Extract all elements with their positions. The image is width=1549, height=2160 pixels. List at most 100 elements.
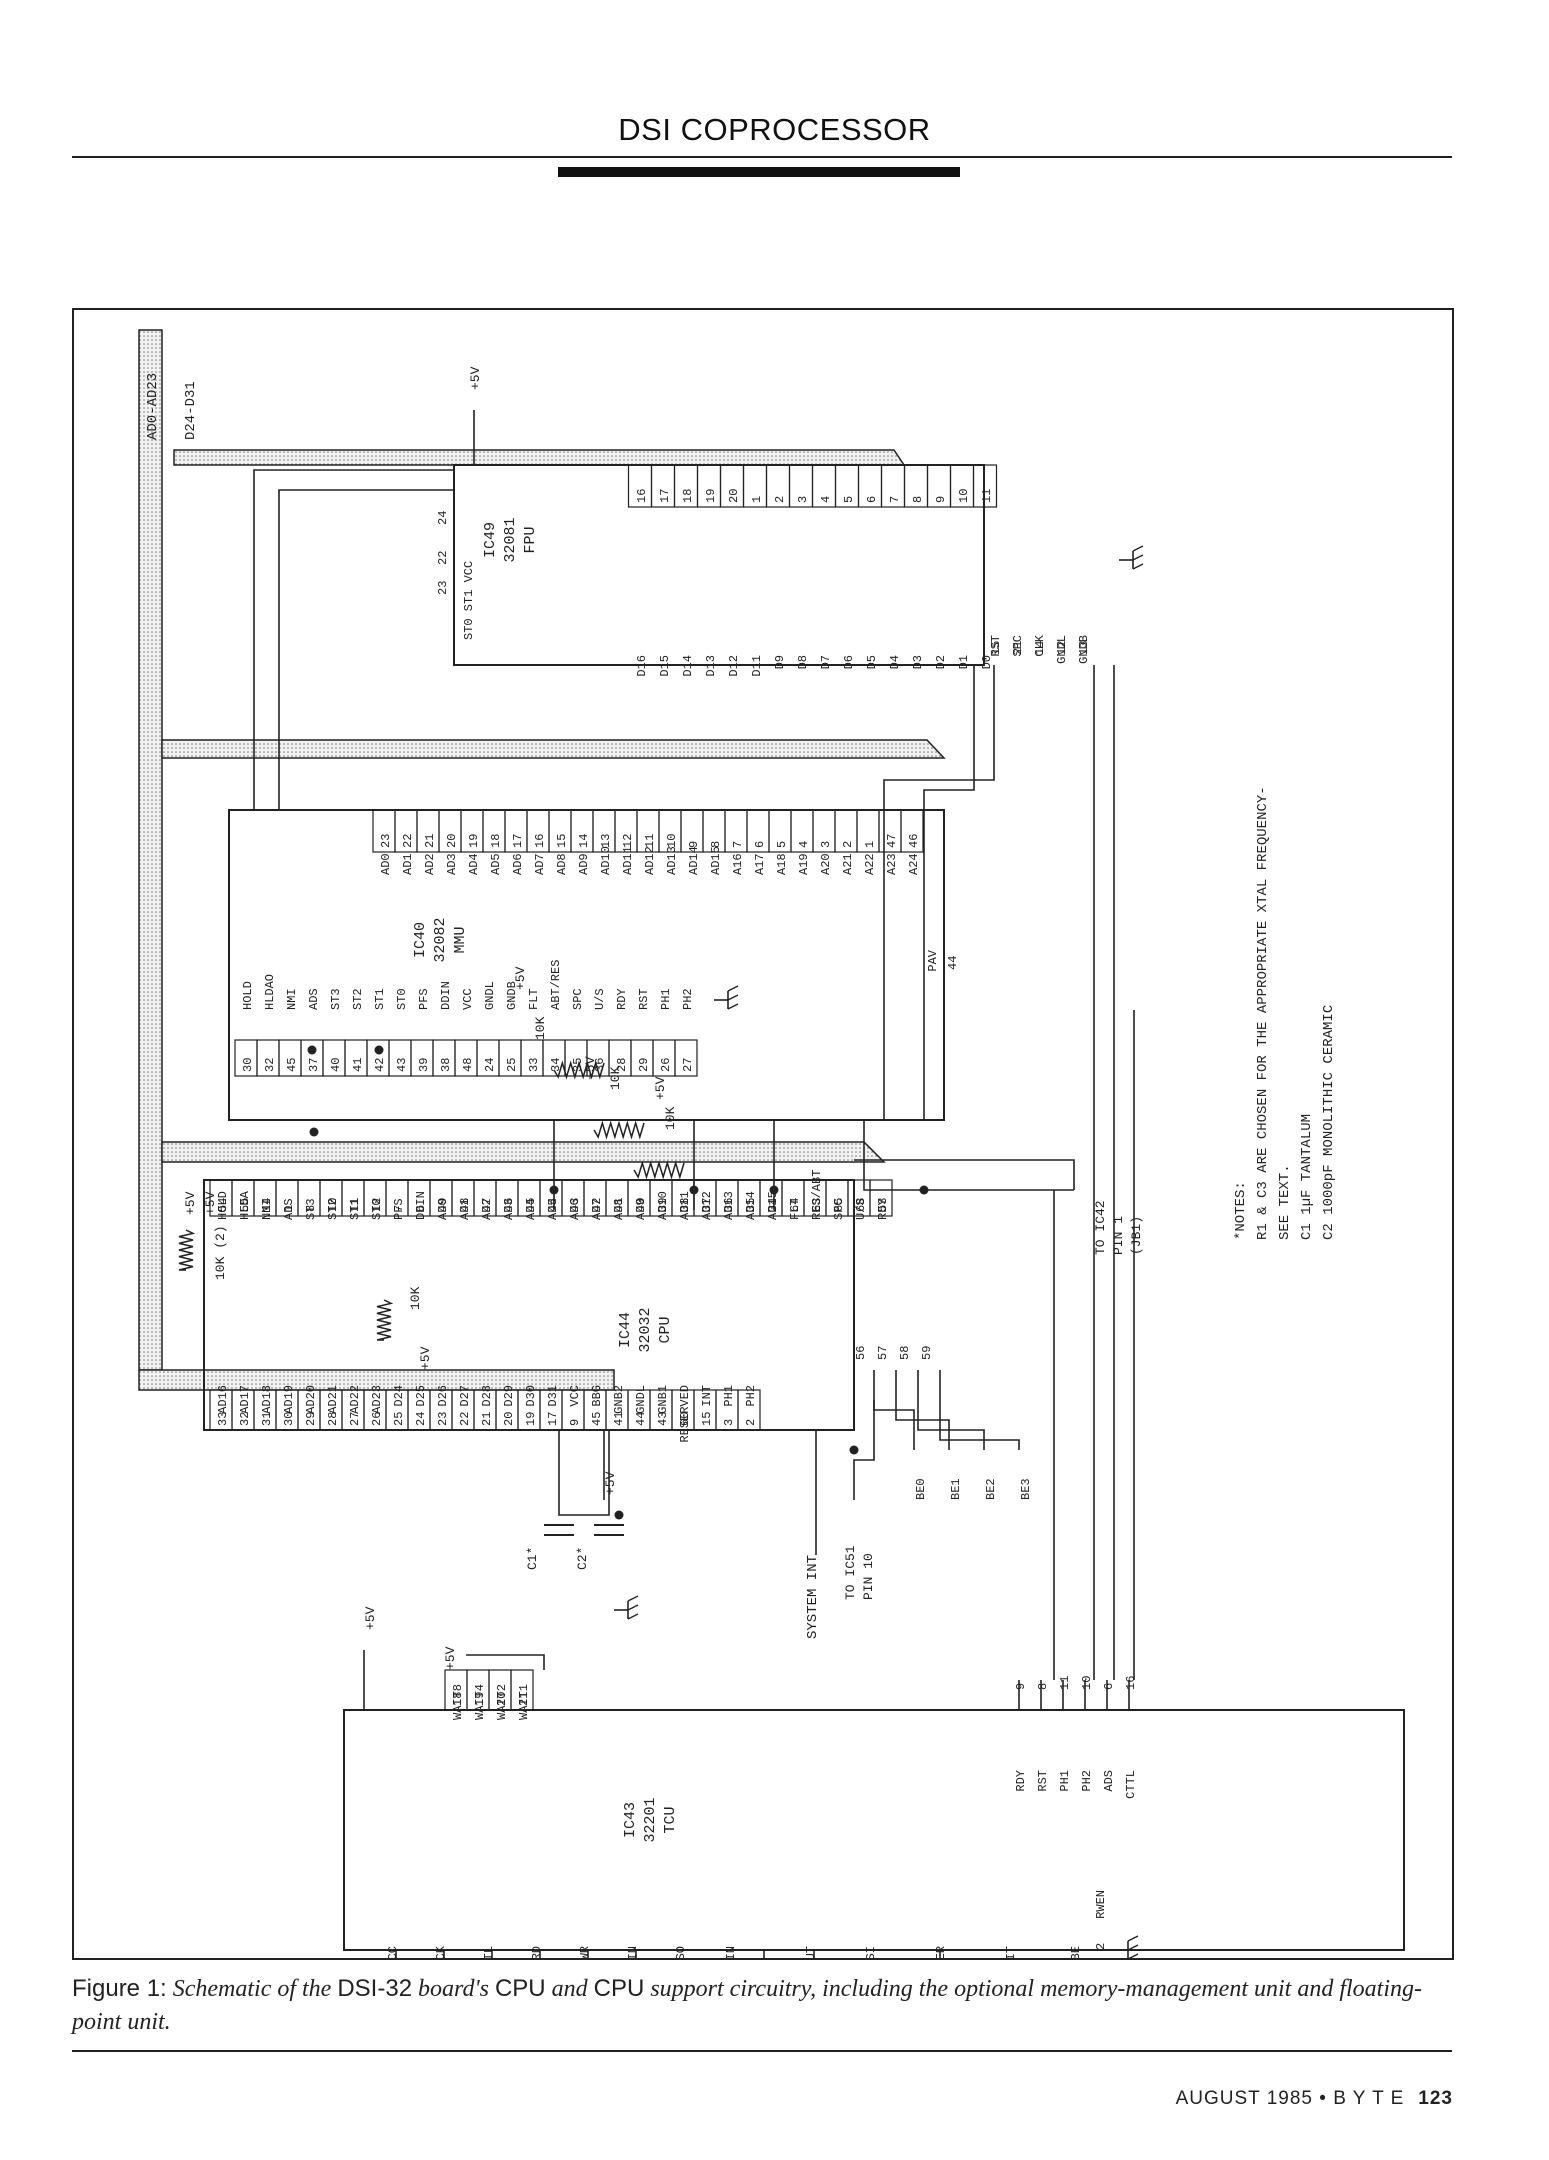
mmu-ctrl-pin-number: 39 [417, 1058, 431, 1072]
mmu-ctrl-pin-label: DDIN [439, 981, 453, 1010]
mmu-addr-pin-label: AD0 [379, 853, 393, 875]
fpu-data-pin-number: 9 [934, 496, 948, 503]
caption-cpu-1: CPU [494, 1975, 546, 2002]
supply-label: +5V [513, 966, 528, 990]
notes-line: SEE TEXT. [1277, 1164, 1293, 1240]
mmu-addr-pin-label: AD14 [687, 846, 701, 875]
cpu-top-pin-number: 63 [810, 1198, 824, 1212]
supply-label: +5V [418, 1346, 433, 1370]
junction-dot [849, 1445, 859, 1455]
fpu-pin-number: 23 [436, 581, 450, 595]
cpu-bottom-pin-label: GNB1 [656, 1385, 670, 1414]
fpu-data-pin-number: 16 [635, 489, 649, 503]
cpu-top-pin-number: 55 [238, 1198, 252, 1212]
cpu-top-pin-number: 34 [766, 1198, 780, 1212]
cap-wire [558, 1430, 610, 1516]
mmu-ctrl-pin-number: 37 [307, 1058, 321, 1072]
cpu-top-pin-number: 12 [370, 1198, 384, 1212]
pullup-resistor-c [553, 1060, 605, 1080]
fpu-ref: IC49 [482, 522, 499, 558]
mmu-addr-pin-number: 3 [819, 841, 833, 848]
mmu-addr-pin-label: AD12 [643, 846, 657, 875]
cpu-bottom-pin-number: 23 [436, 1412, 450, 1426]
tcu-ref: IC43 [622, 1802, 639, 1838]
tcu-wait-pin-cell [510, 1669, 534, 1711]
cpu-bottom-pin-number: 9 [568, 1419, 582, 1426]
mmu-addr-pin-label: A19 [797, 853, 811, 875]
mmu-addr-pin-number: 8 [709, 841, 723, 848]
cpu-bottom-pin-number: 25 [392, 1412, 406, 1426]
cpu-bottom-pin-number: 31 [260, 1412, 274, 1426]
st1-wire [278, 489, 454, 810]
c1-label: C1* [525, 1547, 540, 1570]
figure-frame [72, 308, 1454, 1960]
bus-label-d24-d31: D24-D31 [183, 381, 199, 440]
cpu-top-bus-branch [161, 1141, 886, 1163]
header-rule [72, 156, 1452, 158]
fpu-data-pin-label: D3 [911, 655, 925, 669]
tcu-wait-pin-number: 21 [517, 1692, 531, 1706]
mmu-ctrl-pin-number: 38 [439, 1058, 453, 1072]
fpu-control-pin-number: 13 [1077, 641, 1091, 655]
tcu-left-pin-label: RD [530, 1946, 544, 1958]
mmu-pav-number: 44 [946, 956, 960, 970]
fpu-data-pin-label: D4 [888, 655, 902, 669]
fpu-data-pin-number: 1 [750, 496, 764, 503]
cpu-bottom-pin-label: PH1 [722, 1385, 736, 1407]
cpu-byte-enable-label: BE0 [914, 1478, 928, 1500]
cpu-top-pin-label: AD8 [612, 1198, 626, 1220]
cpu-top-pin-label: PFS [392, 1198, 406, 1220]
tcu-wait-pin-label: WAIT2 [495, 1684, 509, 1720]
fpu-data-pin-label: D9 [773, 655, 787, 669]
cpu-top-pin-label: ST0 [370, 1198, 384, 1220]
tcu-left-pin-label: CWAIT [1004, 1946, 1018, 1958]
tcu-right-pin-label: RDY [1014, 1770, 1028, 1792]
cpu-bottom-pin-label: AD21 [326, 1385, 340, 1414]
fpu-control-pin-label: GNDL [1055, 635, 1069, 664]
caption-label: Figure 1: [72, 1975, 167, 2002]
cpu-top-pin-number: 37 [700, 1198, 714, 1212]
mmu-addr-pin-number: 22 [401, 834, 415, 848]
cpu-top-pin-number: 54 [216, 1198, 230, 1212]
supply-label: +5V [183, 1191, 198, 1215]
mmu-ctrl-pin-label: ABT/RES [549, 960, 563, 1010]
mmu-addr-pin-label: AD15 [709, 846, 723, 875]
mmu-ctrl-pin-label: VCC [461, 988, 475, 1010]
cpu-top-pin-number: 48 [458, 1198, 472, 1212]
mmu-addr-pin-number: 4 [797, 841, 811, 848]
cpu-bottom-pin-label: VCC [568, 1385, 582, 1407]
mmu-addr-pin-label: A21 [841, 853, 855, 875]
tcu-left-pin-label: PER [934, 1946, 948, 1958]
tcu-right-pin-label: PH1 [1058, 1770, 1072, 1792]
rst-wire [923, 665, 975, 1120]
to-ic42-label: TO IC42 [1093, 1200, 1108, 1255]
cpu-top-pin-label: AD3 [502, 1198, 516, 1220]
cpu-top-pin-number: 8 [304, 1205, 318, 1212]
fpu-data-pin-label: D7 [819, 655, 833, 669]
st0-wire [253, 469, 454, 810]
to-ic51-label: TO IC51 [843, 1545, 858, 1600]
tcu-right-pin-number: 16 [1124, 1676, 1138, 1690]
mmu-ctrl-pin-number: 28 [615, 1058, 629, 1072]
mmu-role: MMU [452, 926, 469, 953]
cpu-top-pin-number: 65 [832, 1198, 846, 1212]
mmu-part: 32082 [432, 917, 449, 962]
caption-text-a: Schematic of the [172, 1976, 338, 2002]
cpu-top-pin-number: 43 [568, 1198, 582, 1212]
notes-line: C1 1µF TANTALUM [1299, 1114, 1315, 1240]
tcu-role: TCU [662, 1806, 679, 1833]
cpu-bottom-pin-label: GNDL [634, 1385, 648, 1414]
mmu-addr-pin-number: 46 [907, 834, 921, 848]
cpu-bottom-pin-number: 24 [414, 1412, 428, 1426]
supply-label: +5V [203, 1191, 218, 1215]
fpu-control-pin-label: CLK [1033, 634, 1047, 656]
cpu-bottom-pin-number: 29 [304, 1412, 318, 1426]
tcu-right-pin-label: PH2 [1080, 1770, 1094, 1792]
mmu-addr-pin-number: 15 [555, 834, 569, 848]
cpu-top-pin-label: SPC [832, 1198, 846, 1220]
cpu-bottom-pin-label: AD16 [216, 1385, 230, 1414]
cpu-byte-enable-wire [939, 1370, 1020, 1450]
mmu-addr-pin-number: 1 [863, 841, 877, 848]
mmu-ctrl-pin-number: 43 [395, 1058, 409, 1072]
cpu-bottom-pin-label: AD19 [282, 1385, 296, 1414]
